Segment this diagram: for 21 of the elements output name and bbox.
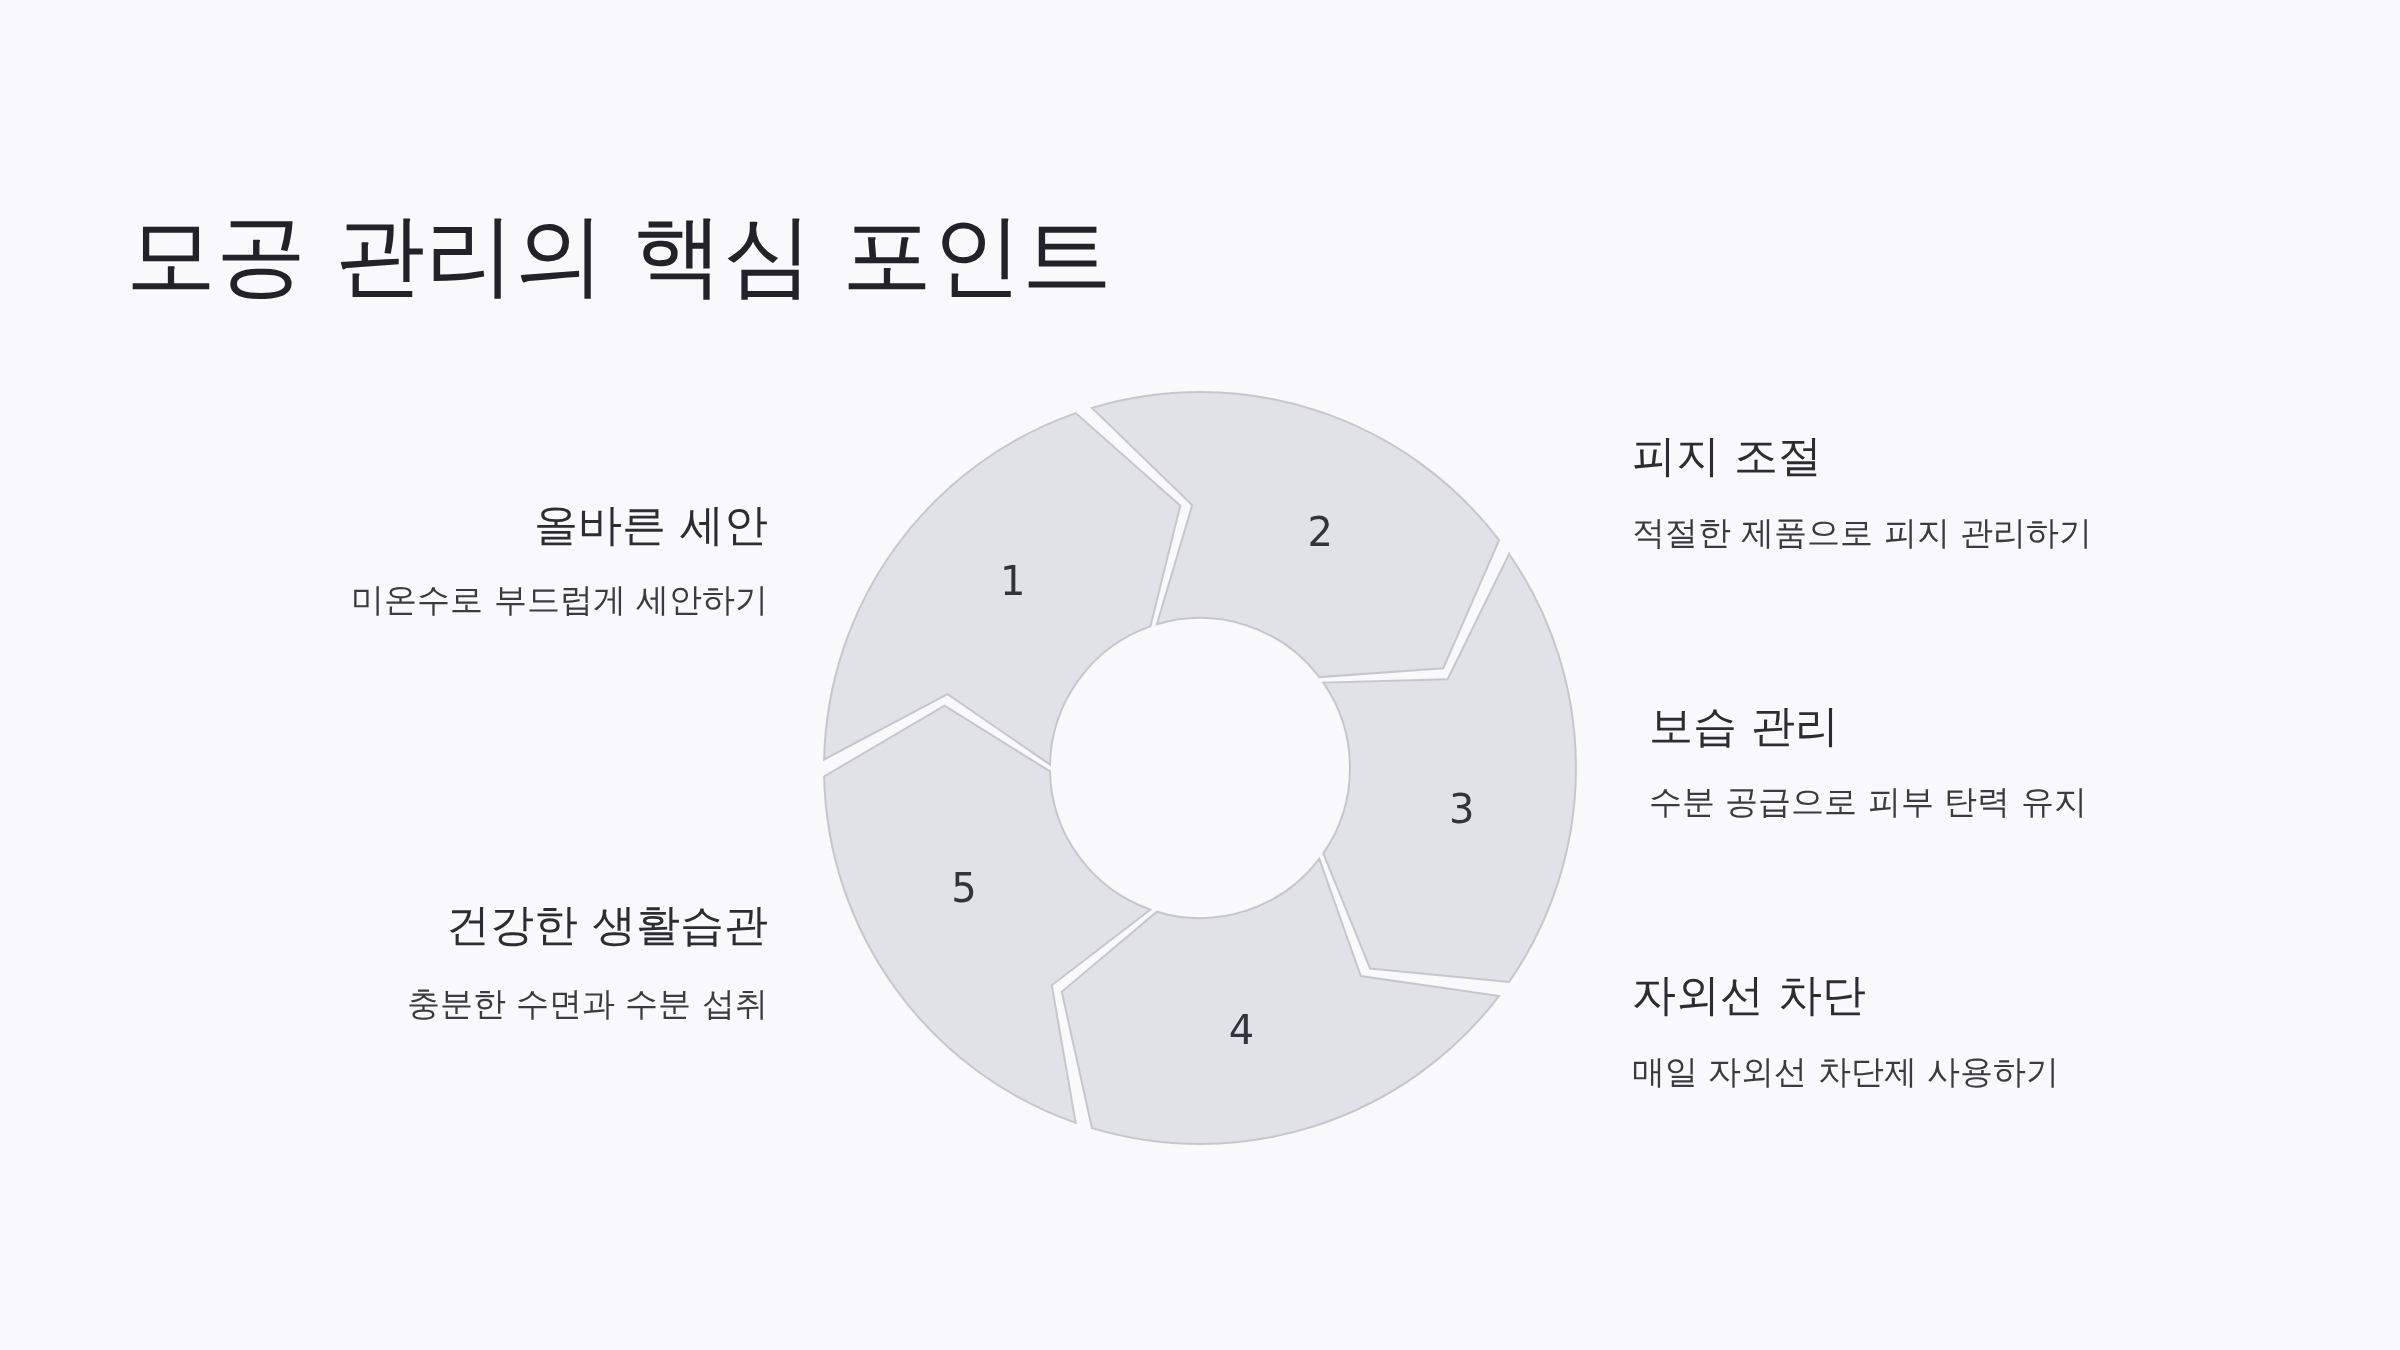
step-number: 4: [1228, 1006, 1255, 1053]
step-description: 매일 자외선 차단제 사용하기: [1632, 1051, 2060, 1093]
step-number: 5: [951, 865, 977, 912]
step-description: 수분 공급으로 피부 탄력 유지: [1649, 781, 2087, 823]
step-heading: 피지 조절: [1632, 429, 1822, 483]
ring-segment: [1322, 553, 1577, 983]
ring-segment: [1091, 391, 1501, 679]
step-number: 3: [1449, 786, 1475, 833]
step-heading: 건강한 생활습관: [446, 898, 768, 952]
title: 모공 관리의 핵심 포인트: [126, 201, 1112, 309]
step-description: 충분한 수면과 수분 섭취: [406, 983, 768, 1025]
step-description: 적절한 제품으로 피지 관리하기: [1632, 512, 2093, 554]
ring-segment: [1060, 857, 1501, 1145]
ring-segment: [823, 412, 1182, 766]
step-heading: 올바른 세안: [534, 498, 768, 552]
ring-segment: [823, 704, 1152, 1124]
step-heading: 자외선 차단: [1632, 968, 1866, 1022]
step-heading: 보습 관리: [1649, 699, 1839, 753]
step-description: 미온수로 부드럽게 세안하기: [351, 579, 768, 621]
step-number: 1: [999, 557, 1026, 604]
step-number: 2: [1307, 508, 1334, 555]
